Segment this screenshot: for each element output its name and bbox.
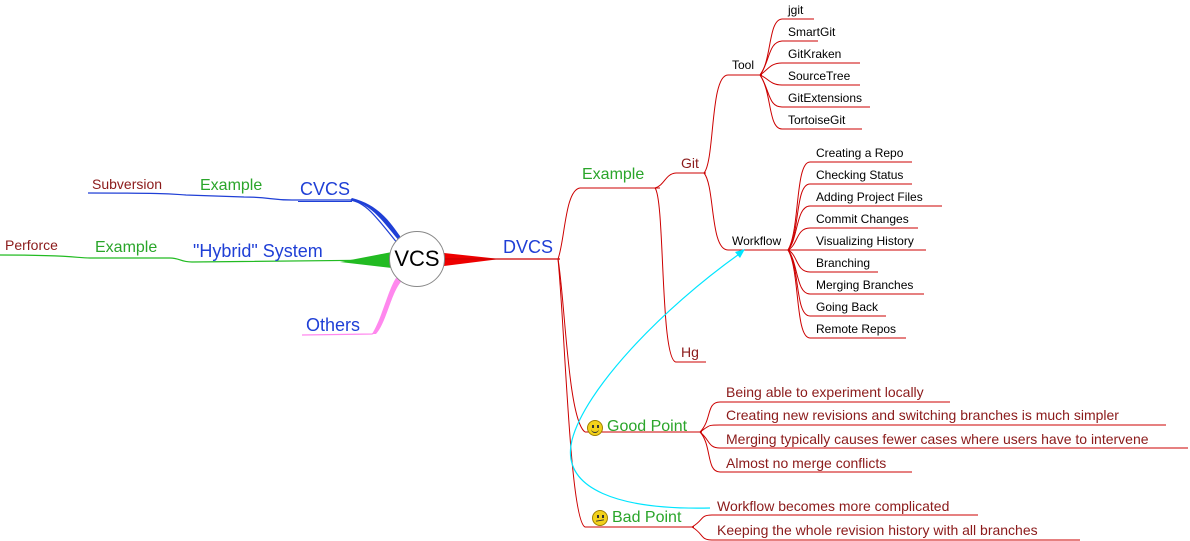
workflow-item-checking-status[interactable]: Checking Status [816,168,904,182]
hybrid-example-topic[interactable]: Example [95,239,158,256]
tool-item-gitkraken[interactable]: GitKraken [788,47,842,61]
relationship-arrow [569,251,743,509]
workflow-item-remote[interactable]: Remote Repos [816,322,897,336]
workflow-item-creating-repo[interactable]: Creating a Repo [816,146,904,160]
hybrid-wedge [340,252,392,268]
bad-point-item[interactable]: Keeping the whole revision history with … [717,522,1038,538]
good-point-item[interactable]: Almost no merge conflicts [726,455,887,471]
bad-point-item[interactable]: Workflow becomes more complicated [717,498,950,514]
good-point-item[interactable]: Merging typically causes fewer cases whe… [726,431,1149,447]
cvcs-example-topic[interactable]: Example [200,177,263,194]
tool-item-smartgit[interactable]: SmartGit [788,25,836,39]
dvcs-topic[interactable]: DVCS [503,237,554,257]
workflow-item-going-back[interactable]: Going Back [816,300,879,314]
good-point-item[interactable]: Creating new revisions and switching bra… [726,407,1119,423]
good-point-item[interactable]: Being able to experiment locally [726,384,924,400]
others-topic[interactable]: Others [306,315,361,335]
workflow-item-adding-files[interactable]: Adding Project Files [816,190,923,204]
workflow-item-merging[interactable]: Merging Branches [816,278,914,292]
good-point-topic[interactable]: Good Point [607,418,688,435]
central-topic[interactable]: VCS [389,231,445,287]
smiley-icon [587,420,603,436]
tool-topic[interactable]: Tool [732,58,755,72]
bad-point-topic[interactable]: Bad Point [612,509,682,526]
tool-item-jgit[interactable]: jgit [788,3,804,17]
hybrid-system-topic[interactable]: "Hybrid" System [193,241,323,261]
perforce-topic[interactable]: Perforce [5,237,58,253]
hybrid-branch [0,254,391,263]
hg-topic[interactable]: Hg [681,344,699,360]
workflow-item-branching[interactable]: Branching [816,256,871,270]
git-topic[interactable]: Git [681,155,699,171]
workflow-topic[interactable]: Workflow [732,234,782,248]
dvcs-example-topic[interactable]: Example [582,166,645,183]
confused-face-icon [592,510,608,526]
arrow-head [735,249,745,258]
tool-item-tortoisegit[interactable]: TortoiseGit [788,113,846,127]
cvcs-wedge [350,198,400,242]
subversion-topic[interactable]: Subversion [92,176,163,192]
others-wedge [372,278,404,334]
cvcs-topic[interactable]: CVCS [298,180,353,202]
workflow-item-commit[interactable]: Commit Changes [816,212,909,226]
tool-item-sourcetree[interactable]: SourceTree [788,69,851,83]
workflow-item-visualizing[interactable]: Visualizing History [816,234,914,248]
tool-item-gitextensions[interactable]: GitExtensions [788,91,863,105]
cvcs-branch [87,192,399,245]
